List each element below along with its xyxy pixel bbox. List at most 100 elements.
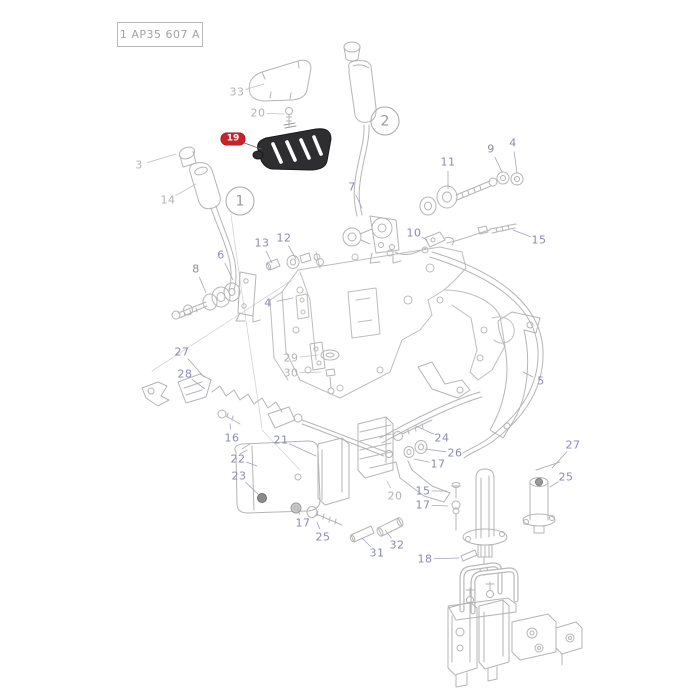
lower-angled-bracket (369, 460, 451, 503)
leader-line (424, 448, 447, 453)
callout-30[interactable]: 30 (283, 366, 299, 380)
callout-25[interactable]: 25 (315, 530, 331, 544)
callout-10[interactable]: 10 (406, 226, 422, 240)
leader-line (276, 297, 294, 302)
leader-line (549, 481, 559, 488)
leader-line (415, 425, 435, 435)
construction-lines (151, 213, 301, 471)
leader-line (187, 358, 205, 378)
stud-washers-nut (419, 171, 524, 216)
callout-3[interactable]: 3 (135, 158, 143, 172)
leader-line (384, 529, 392, 539)
bracket-blocks (317, 416, 394, 506)
leader-line (245, 83, 265, 90)
leader-line (288, 245, 297, 260)
main-frame-plate (269, 246, 515, 399)
leader-line (386, 480, 392, 489)
callout-18[interactable]: 18 (417, 552, 433, 566)
leader-line (361, 537, 372, 548)
leader-line (199, 276, 207, 294)
callout-27[interactable]: 27 (174, 345, 190, 359)
callout-31[interactable]: 31 (369, 546, 385, 560)
leader-line (512, 229, 531, 238)
callout-7[interactable]: 7 (348, 180, 356, 194)
callout-6[interactable]: 6 (217, 248, 225, 262)
leader-line (229, 423, 232, 430)
link-washer-nut (309, 341, 340, 395)
leader-line (299, 354, 319, 358)
leader-line (147, 153, 177, 163)
callout-5[interactable]: 5 (537, 374, 545, 388)
callout-25[interactable]: 25 (558, 470, 574, 484)
rod-and-washers (379, 391, 483, 458)
leader-line (494, 156, 503, 173)
leader-line (266, 112, 285, 115)
callout-14[interactable]: 14 (160, 193, 176, 207)
assembly-number-2[interactable]: 2 (370, 106, 400, 136)
callout-15[interactable]: 15 (415, 484, 431, 498)
callout-24[interactable]: 24 (434, 431, 450, 445)
leader-line (513, 151, 518, 174)
callout-23[interactable]: 23 (231, 469, 247, 483)
callout-32[interactable]: 32 (389, 538, 405, 552)
callout-20[interactable]: 20 (387, 489, 403, 503)
leader-line (413, 458, 430, 463)
leader-line (316, 521, 321, 530)
callout-11[interactable]: 11 (440, 155, 456, 169)
callout-28[interactable]: 28 (177, 367, 193, 381)
leader-line (224, 262, 234, 281)
callout-29[interactable]: 29 (283, 351, 299, 365)
leader-line (355, 194, 363, 209)
leader-line (433, 557, 460, 560)
valve-actuator (451, 468, 508, 576)
leader-line (551, 451, 568, 469)
leader-line (299, 371, 322, 374)
leader-line (288, 443, 317, 457)
cover-plate (248, 59, 312, 102)
callout-33[interactable]: 33 (229, 85, 245, 99)
callout-8[interactable]: 8 (192, 262, 200, 276)
assembly-number-1[interactable]: 1 (225, 186, 255, 216)
callout-20[interactable]: 20 (250, 106, 266, 120)
screw (285, 107, 293, 127)
callout-17[interactable]: 17 (430, 457, 446, 471)
leader-line (421, 236, 428, 241)
callout-16[interactable]: 16 (224, 431, 240, 445)
leader-line (243, 142, 262, 150)
leader-line (522, 371, 534, 378)
lower-linkage (141, 373, 393, 458)
callout-27[interactable]: 27 (565, 438, 581, 452)
leader-line (265, 250, 273, 264)
hydraulic-valve-assembly (447, 562, 583, 688)
foot-bracket (417, 361, 471, 399)
callout-22[interactable]: 22 (230, 452, 246, 466)
highlighted-callout-19[interactable]: 19 (220, 132, 246, 146)
cable-clamp-and-end (394, 223, 517, 255)
callout-9[interactable]: 9 (487, 142, 495, 156)
leader-line (191, 378, 206, 390)
callout-21[interactable]: 21 (273, 433, 289, 447)
callout-15[interactable]: 15 (531, 233, 547, 247)
spacer-cylinder (522, 461, 561, 534)
leader-line (246, 461, 258, 467)
callout-26[interactable]: 26 (447, 446, 463, 460)
bolt-washer-left (290, 502, 343, 526)
leader-line (175, 183, 197, 196)
callout-4[interactable]: 4 (264, 296, 272, 310)
callout-12[interactable]: 12 (276, 231, 292, 245)
pins (349, 517, 404, 543)
callout-4[interactable]: 4 (509, 136, 517, 150)
drawing-reference-box: 1 AP35 607 A (117, 22, 203, 47)
callout-13[interactable]: 13 (254, 236, 270, 250)
callout-17[interactable]: 17 (415, 498, 431, 512)
highlighted-grille-part[interactable] (252, 122, 332, 171)
leader-line (431, 504, 449, 507)
leader-line (297, 509, 301, 515)
callout-17[interactable]: 17 (295, 516, 311, 530)
leader-lines (147, 83, 568, 560)
control-cable-loop (429, 251, 544, 459)
cover-bracket (234, 440, 321, 514)
